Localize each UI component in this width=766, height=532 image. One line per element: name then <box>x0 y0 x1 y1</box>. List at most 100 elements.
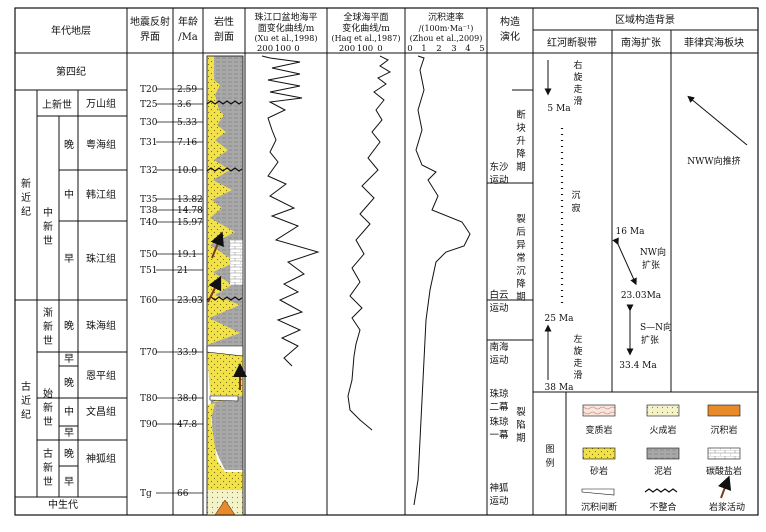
scs-spreading: 16 Ma NW向 扩张 23.03Ma S—N向 扩张 33.4 Ma <box>612 227 672 371</box>
reflector-tg: Tg <box>140 489 152 499</box>
stage-post-7: 期 <box>516 292 526 303</box>
stage-post-6: 降 <box>516 278 526 290</box>
formation-yuehai: 粤海组 <box>86 138 116 151</box>
rr-silent-2: 寂 <box>571 202 580 214</box>
age-t38: 14.78 <box>177 206 203 216</box>
litho-carbonate <box>230 240 243 285</box>
legend-swatch-sedimentary <box>707 404 741 417</box>
header-strat: 年代地层 <box>51 24 91 37</box>
header-redriver: 红河断裂带 <box>547 36 597 49</box>
rate-tick-5: 5 <box>479 44 484 54</box>
rr-right-1: 右 <box>573 59 582 71</box>
label-neogene-1: 新 <box>21 177 31 190</box>
header-pearl-1: 珠江口盆地海平 <box>254 11 317 23</box>
label-neogene-2: 近 <box>21 191 31 204</box>
reflector-t32: T32 <box>140 166 157 176</box>
stage-block-3: 升 <box>516 136 526 147</box>
age-t35: 13.82 <box>177 195 203 205</box>
legend-carbonate: 碳酸盐岩 <box>706 465 742 477</box>
rr-right-2: 旋 <box>573 71 582 83</box>
label-late-eocene: 晚 <box>64 377 74 389</box>
table-frame <box>14 7 759 516</box>
age-t60: 23.03 <box>177 296 203 306</box>
legend-swatch-carbonate <box>707 447 741 460</box>
legend: 图 例 变质岩 火成岩 沉积岩 砂岩 泥岩 碳酸盐岩 沉积间断 不整合 岩浆活动 <box>545 404 745 513</box>
reflector-t51: T51 <box>140 266 157 276</box>
label-paleocene-2: 新 <box>43 461 53 474</box>
reflector-t31: T31 <box>140 138 157 148</box>
label-middle-eocene: 中 <box>64 405 74 418</box>
scs-sn-1: S—N向 <box>640 321 672 333</box>
age-t32: 10.0 <box>177 166 197 176</box>
magma-arrow-1 <box>210 231 224 259</box>
header-tectonic-2: 演化 <box>500 30 520 43</box>
legend-sandstone: 砂岩 <box>590 465 608 477</box>
label-miocene-1: 中 <box>43 206 53 219</box>
label-miocene-2: 新 <box>43 220 53 233</box>
tectonic-dongsha-1: 东沙 <box>489 161 509 173</box>
header-scs: 南海扩张 <box>621 36 661 49</box>
rr-right-3: 走 <box>573 84 582 95</box>
label-late-paleocene: 晚 <box>64 448 74 460</box>
header-global-1: 全球海平面 <box>343 11 388 23</box>
tectonic-shenhu-1: 神狐 <box>489 482 509 494</box>
reflector-t35: T35 <box>140 195 158 205</box>
hiatus-t80 <box>209 395 239 402</box>
stage-post-2: 后 <box>516 227 526 238</box>
legend-metamorphic: 变质岩 <box>585 424 612 436</box>
legend-swatch-hiatus <box>581 488 615 496</box>
pearl-tick-0: 0 <box>294 44 299 54</box>
tectonic-shenhu-2: 运动 <box>489 496 508 507</box>
formation-wanshan: 万山组 <box>86 97 116 110</box>
header-rate-3: (Zhou et al.,2009) <box>410 34 483 43</box>
stage-block-4: 降 <box>516 148 526 160</box>
header-regional: 区域构造背景 <box>615 13 675 26</box>
label-eocene-2: 新 <box>43 401 53 414</box>
stage-post-4: 常 <box>516 252 526 264</box>
label-eocene-1: 始 <box>43 387 53 400</box>
age-t50: 19.1 <box>177 250 197 260</box>
header-rate-1: 沉积速率 <box>428 11 464 23</box>
rr-silent-1: 沉 <box>571 190 580 201</box>
reflector-t38: T38 <box>140 206 158 216</box>
age-t40: 15.97 <box>177 218 203 228</box>
label-middle-miocene: 中 <box>64 188 74 201</box>
label-paleogene-1: 古 <box>21 380 31 393</box>
age-t31: 7.16 <box>177 138 197 148</box>
legend-hiatus: 沉积间断 <box>581 501 617 513</box>
philippine-nww: NWW向推挤 <box>687 155 740 167</box>
tectonic-zhuqiong2-1: 珠琼 <box>489 388 509 400</box>
legend-swatch-sandstone <box>582 447 616 460</box>
legend-swatch-magma <box>717 475 732 499</box>
red-river-fault: 右 旋 走 滑 5 Ma 沉 寂 25 Ma 左 旋 走 滑 38 Ma <box>544 59 583 393</box>
pearl-sea-level-curve <box>261 55 320 367</box>
legend-swatch-mudstone <box>646 447 680 460</box>
header-pearl-3: (Xu et al.,1998) <box>255 34 318 43</box>
rr-ma5: 5 Ma <box>547 104 571 114</box>
rr-left-1: 左 <box>573 333 582 345</box>
legend-magma: 岩浆活动 <box>709 501 745 513</box>
rr-right-4: 滑 <box>573 96 582 107</box>
reflector-t25: T25 <box>140 100 158 110</box>
label-late-oligocene: 晚 <box>64 320 74 332</box>
header-global-2: 变化曲线/m <box>342 22 390 34</box>
scs-nw-2: 扩张 <box>642 259 660 271</box>
formation-wenchang: 文昌组 <box>86 405 116 418</box>
label-early-paleocene: 早 <box>64 476 74 488</box>
tectonic-lines <box>487 89 533 341</box>
label-paleogene-3: 纪 <box>21 409 31 421</box>
tectonic-labels: 东沙 运动 白云 运动 南海 运动 珠琼 二幕 珠琼 一幕 神狐 运动 断 块 … <box>489 109 526 507</box>
label-late-miocene: 晚 <box>64 139 74 151</box>
rate-tick-0: 0 <box>407 44 412 54</box>
stage-rift-2: 陷 <box>516 419 526 431</box>
stage-post-5: 沉 <box>516 266 526 277</box>
pearl-tick-100: 100 <box>275 44 291 54</box>
label-pliocene: 上新世 <box>42 98 72 111</box>
unconformity-t25 <box>206 100 243 105</box>
header-litho-2: 剖面 <box>214 30 234 43</box>
header-age-1: 年龄 <box>178 15 198 28</box>
header-pearl-2: 面变化曲线/m <box>258 22 315 34</box>
label-mesozoic: 中生代 <box>48 498 78 511</box>
formation-enping: 恩平组 <box>86 369 116 382</box>
